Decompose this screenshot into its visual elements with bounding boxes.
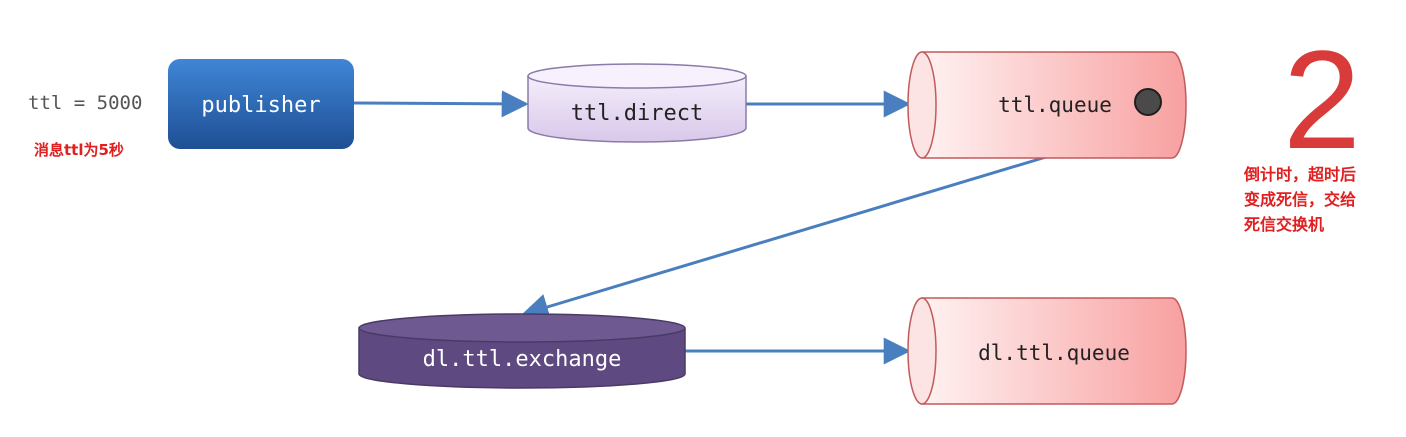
- arrow-publisher-to-ttl-direct: [353, 90, 529, 118]
- publisher-label: publisher: [201, 93, 320, 118]
- dl-ttl-queue: dl.ttl.queue: [907, 297, 1187, 405]
- ttl-value-label: ttl = 5000: [28, 92, 143, 114]
- countdown-note: 倒计时，超时后 变成死信，交给 死信交换机: [1244, 162, 1394, 237]
- countdown-note-line: 死信交换机: [1244, 215, 1325, 234]
- ttl-queue: ttl.queue: [907, 51, 1187, 159]
- countdown-note-line: 倒计时，超时后: [1244, 165, 1357, 184]
- ttl-direct-exchange: ttl.direct: [527, 63, 747, 143]
- countdown-note-line: 变成死信，交给: [1244, 190, 1357, 209]
- ttl-note: 消息ttl为5秒: [34, 141, 124, 159]
- publisher-node: publisher: [168, 59, 354, 149]
- ttl-direct-label: ttl.direct: [571, 101, 703, 126]
- dl-ttl-exchange-label: dl.ttl.exchange: [423, 347, 622, 372]
- arrow-ttl-queue-to-dl-exchange: [521, 155, 1047, 320]
- message-dot-icon: [1134, 88, 1162, 116]
- dl-ttl-exchange: dl.ttl.exchange: [358, 313, 686, 389]
- dl-ttl-queue-label: dl.ttl.queue: [978, 341, 1130, 365]
- ttl-queue-label: ttl.queue: [998, 93, 1112, 117]
- countdown-number: 2: [1283, 21, 1361, 178]
